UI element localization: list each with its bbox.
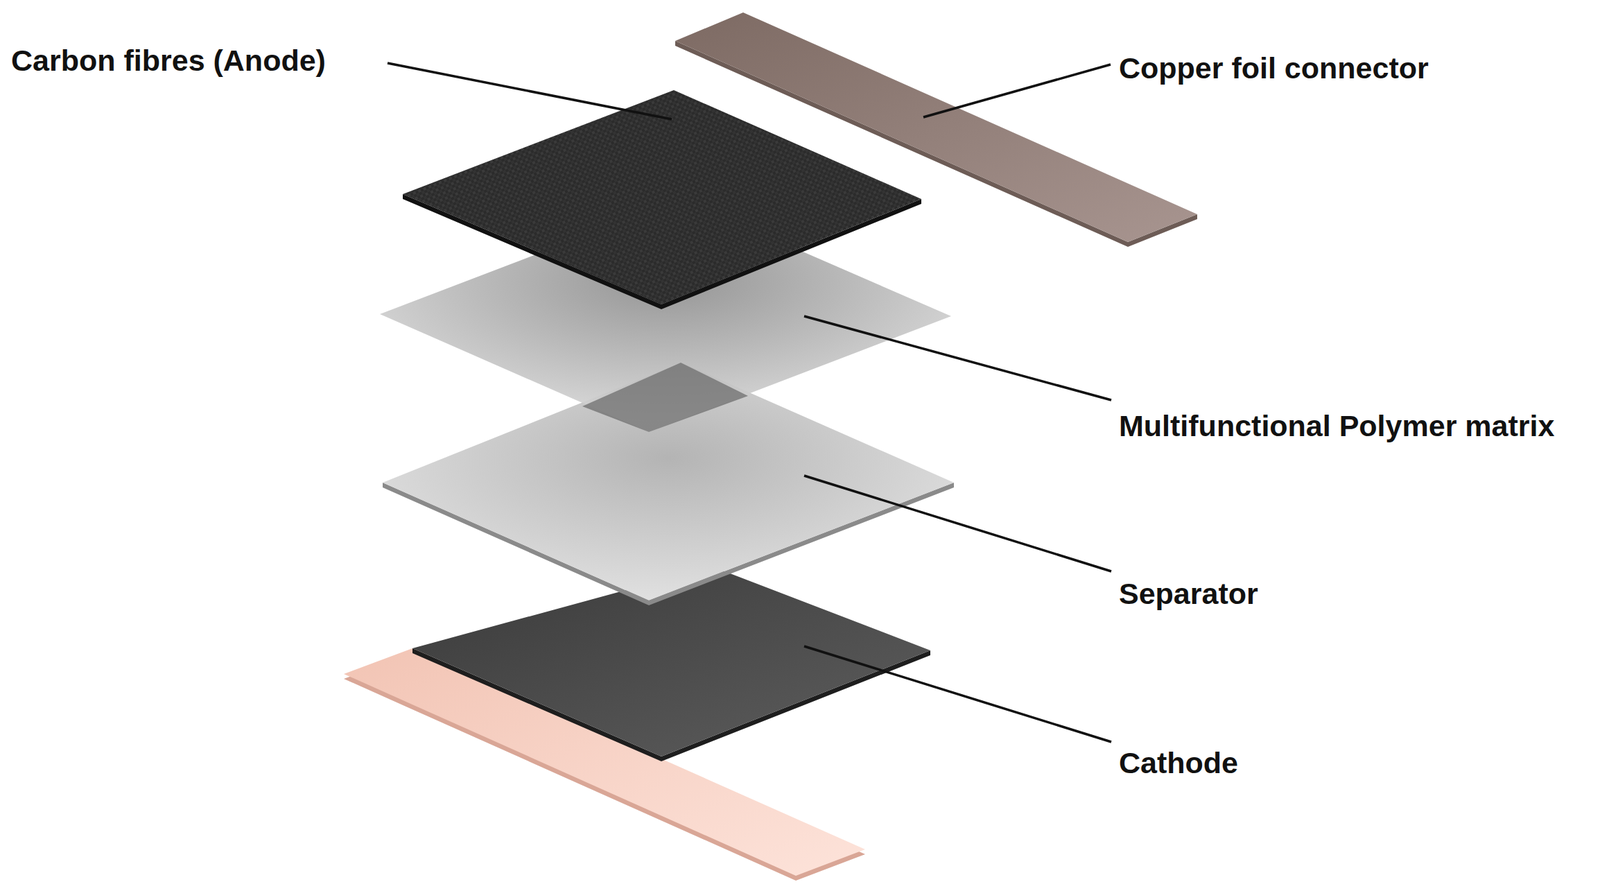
copper-connector-top bbox=[675, 12, 1198, 247]
leader-line bbox=[804, 646, 1112, 742]
part-label: Cathode bbox=[1118, 745, 1239, 780]
part-label: Carbon fibres (Anode) bbox=[11, 43, 326, 78]
part-label: Separator bbox=[1118, 576, 1259, 611]
leader-lines bbox=[387, 63, 1112, 742]
leader-line bbox=[923, 64, 1111, 118]
carbon-fibre-anode bbox=[402, 90, 922, 310]
separator-sheet bbox=[382, 362, 954, 606]
leader-line bbox=[387, 63, 672, 120]
part-label: Copper foil connector bbox=[1118, 51, 1429, 86]
part-label: Multifunctional Polymer matrix bbox=[1118, 409, 1555, 443]
leader-line bbox=[804, 316, 1112, 400]
leader-line bbox=[804, 475, 1112, 572]
